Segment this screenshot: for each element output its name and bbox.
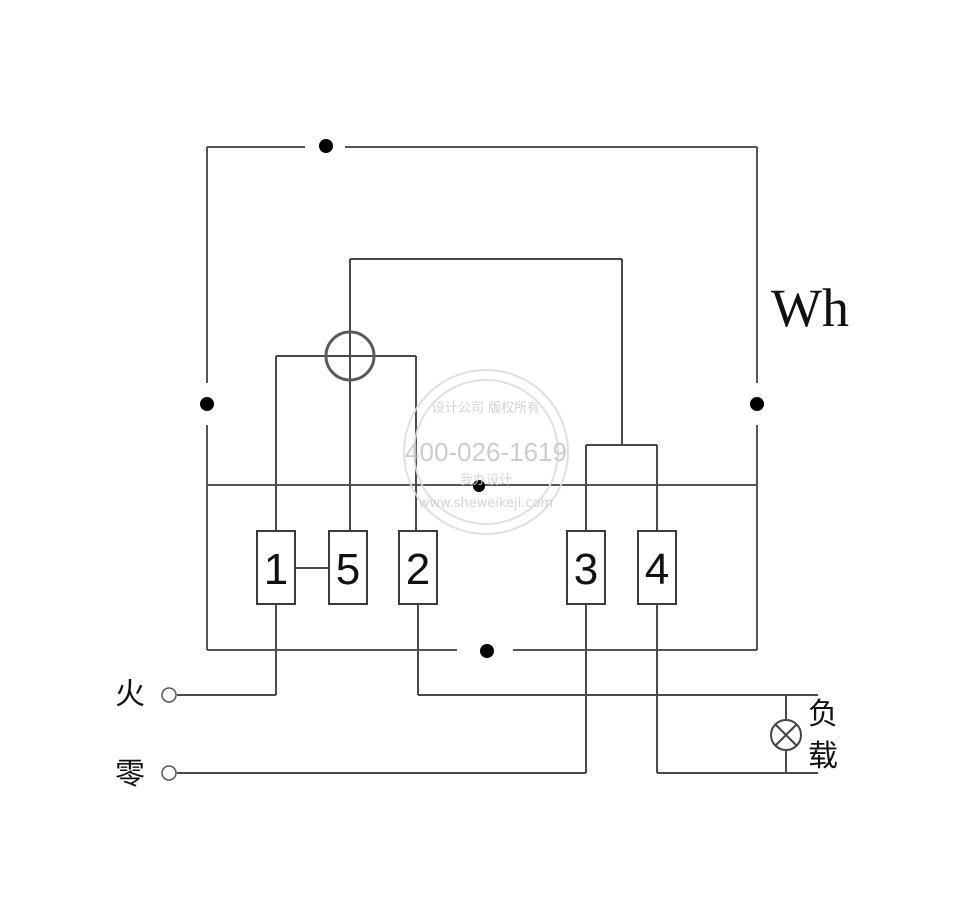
- terminal-3-label: 3: [574, 545, 598, 594]
- live-label: 火: [115, 677, 145, 712]
- terminal-5: 5: [328, 530, 368, 605]
- center-dot: [473, 480, 485, 492]
- terminal-3: 3: [566, 530, 606, 605]
- watermark-phone: 400-026-1619: [405, 437, 567, 467]
- terminal-2: 2: [398, 530, 438, 605]
- watermark-middle-text: 我办设计: [460, 473, 512, 488]
- load-label-1: 负: [808, 697, 838, 732]
- enclosure-dots: [200, 139, 764, 658]
- watermark: 设计公司 版权所有 400-026-1619 我办设计 www.sheweike…: [403, 369, 569, 535]
- live-input-terminal: [161, 687, 177, 703]
- wh-unit-label: Wh: [771, 278, 849, 338]
- enclosure-dot-left: [200, 397, 214, 411]
- enclosure-dot-bottom: [480, 644, 494, 658]
- watermark-url: www.sheweikeji.com: [419, 496, 553, 511]
- terminal-1: 1: [256, 530, 296, 605]
- enclosure-dot-right: [750, 397, 764, 411]
- lamp-icon: [770, 719, 802, 751]
- terminal-5-label: 5: [336, 545, 360, 594]
- terminal-1-label: 1: [264, 545, 288, 594]
- terminal-2-label: 2: [406, 545, 430, 594]
- internal-wiring: [275, 258, 658, 569]
- watermark-top-text: 设计公司 版权所有: [432, 400, 540, 416]
- load-label-2: 载: [808, 739, 838, 774]
- neutral-input-terminal: [161, 765, 177, 781]
- coil-circle: [324, 330, 376, 382]
- neutral-label: 零: [115, 757, 145, 792]
- external-wiring: [177, 604, 818, 774]
- terminal-4: 4: [637, 530, 677, 605]
- terminal-4-label: 4: [645, 545, 669, 594]
- enclosure-dot-top: [319, 139, 333, 153]
